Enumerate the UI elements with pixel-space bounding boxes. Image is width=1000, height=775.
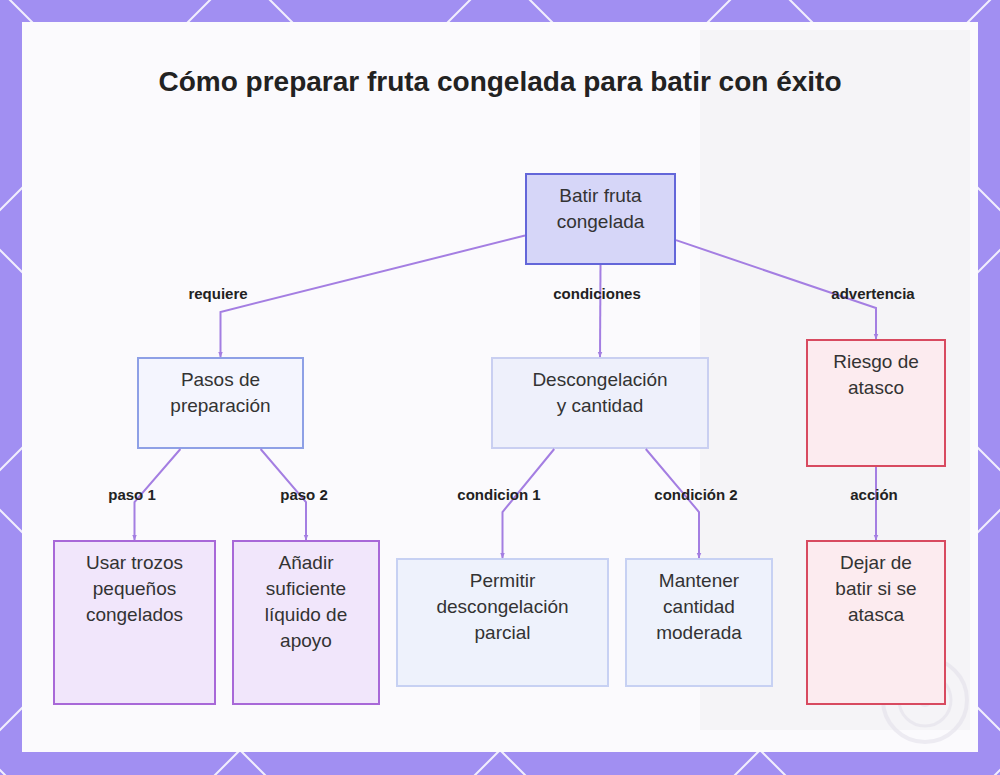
connector (875, 467, 877, 540)
diagram-title: Cómo preparar fruta congelada para batir… (100, 62, 900, 102)
node-text: Descongelación y cantidad (529, 367, 671, 419)
node-text: Pasos de preparación (157, 367, 284, 419)
root-box: Batir fruta congelada (525, 173, 676, 265)
condition-box: Mantener cantidad moderada (625, 558, 773, 687)
node-text: Usar trozos pequeños congelados (73, 550, 196, 628)
connector (599, 265, 602, 357)
category-box: Pasos de preparación (137, 357, 304, 449)
step-box: Usar trozos pequeños congelados (53, 540, 216, 705)
category-box: Descongelación y cantidad (491, 357, 709, 449)
condition-box: Permitir descongelación parcial (396, 558, 609, 687)
panel (22, 22, 978, 752)
warning-box: Riesgo de atasco (806, 339, 946, 467)
connector (646, 449, 699, 558)
edge-label: advertencia (831, 285, 914, 302)
node-text: Batir fruta congelada (541, 183, 660, 235)
node-text: Permitir descongelación parcial (418, 568, 587, 646)
node-text: Añadir suficiente líquido de apoyo (250, 550, 362, 654)
edge-label: requiere (188, 285, 247, 302)
node-text: Dejar de batir si se atasca (822, 550, 930, 628)
edge-label: condicion 1 (457, 486, 540, 503)
step-box: Añadir suficiente líquido de apoyo (232, 540, 380, 705)
connector (503, 449, 555, 558)
connector (221, 236, 526, 357)
edge-label: condiciones (553, 285, 641, 302)
edge-label: acción (850, 486, 898, 503)
node-text: Riesgo de atasco (822, 349, 930, 401)
edge-label: paso 1 (108, 486, 156, 503)
action-box: Dejar de batir si se atasca (806, 540, 946, 705)
edge-label: paso 2 (280, 486, 328, 503)
node-text: Mantener cantidad moderada (641, 568, 757, 646)
edge-label: condición 2 (654, 486, 737, 503)
